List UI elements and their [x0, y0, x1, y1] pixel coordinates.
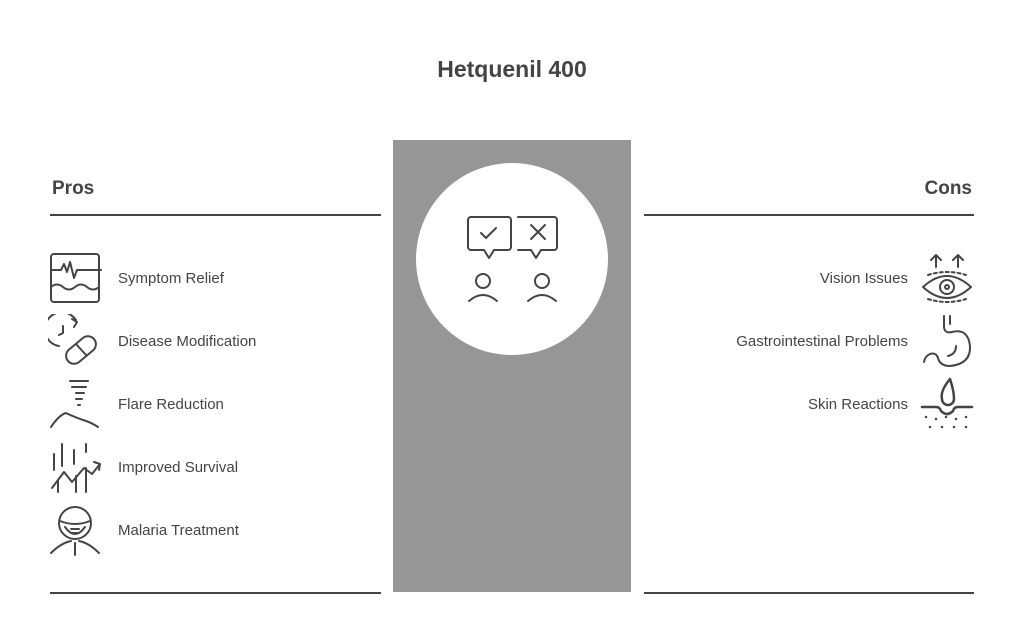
growth-chart-icon [51, 443, 101, 493]
pros-item-label: Improved Survival [118, 458, 239, 476]
monitor-wave-icon [50, 253, 102, 303]
cons-item: Vision Issues [820, 251, 974, 305]
cons-heading: Cons [924, 178, 973, 199]
cons-divider-bottom [644, 592, 974, 594]
clock-pill-icon [48, 314, 97, 365]
cons-item: Skin Reactions [808, 377, 974, 431]
diagram-title: Hetquenil 400 [437, 56, 587, 82]
eye-arrows-icon [922, 254, 972, 303]
pros-item: Improved Survival [48, 440, 238, 494]
cons-item-label: Vision Issues [819, 269, 908, 287]
pros-divider-top [50, 214, 381, 216]
pros-heading: Pros [52, 178, 95, 199]
pros-item: Malaria Treatment [48, 503, 239, 557]
pros-item-label: Malaria Treatment [118, 521, 239, 539]
pros-item-label: Flare Reduction [118, 395, 224, 413]
cons-item: Gastrointestinal Problems [736, 314, 974, 368]
pros-item-label: Symptom Relief [118, 269, 224, 287]
center-circle [416, 163, 608, 355]
pros-divider-bottom [50, 592, 381, 594]
pros-item: Flare Reduction [48, 377, 224, 431]
cons-divider-top [644, 214, 974, 216]
stomach-icon [923, 315, 972, 367]
debate-people-icon [467, 216, 558, 302]
pros-item: Symptom Relief [48, 251, 224, 305]
skin-drop-icon [920, 377, 974, 429]
cons-item-label: Gastrointestinal Problems [736, 332, 908, 350]
cons-item-label: Skin Reactions [807, 395, 908, 413]
masked-person-icon [50, 506, 100, 556]
funnel-mountain-icon [50, 380, 99, 428]
pros-item: Disease Modification [48, 314, 256, 368]
pros-item-label: Disease Modification [118, 332, 257, 350]
